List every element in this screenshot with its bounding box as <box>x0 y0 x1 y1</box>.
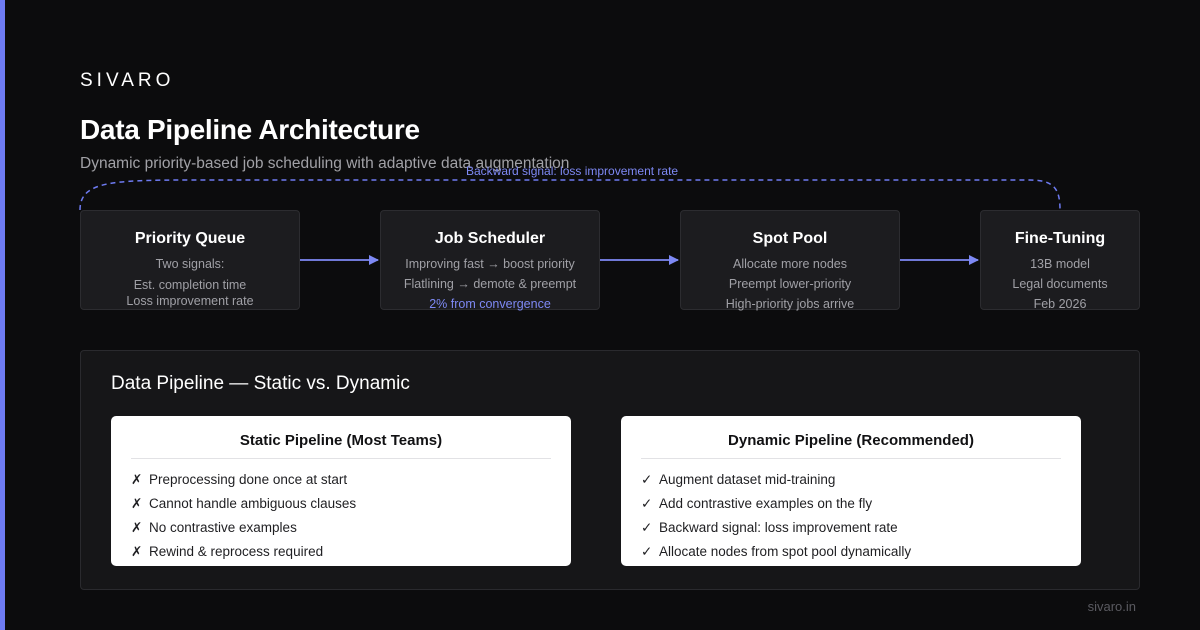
list-item-text: Augment dataset mid-training <box>659 472 836 487</box>
footer-url: sivaro.in <box>1087 599 1136 614</box>
node-title: Fine-Tuning <box>1014 230 1106 247</box>
list-item: ✓ Backward signal: loss improvement rate <box>641 516 911 540</box>
list-item: ✓ Add contrastive examples on the fly <box>641 492 911 516</box>
node-fine-tuning: Fine-Tuning 13B model Legal documents Fe… <box>980 210 1140 311</box>
node-spot-pool: Spot Pool Allocate more nodes Preempt lo… <box>680 210 900 311</box>
check-icon: ✓ <box>641 544 653 559</box>
node-detail: Est. completion time <box>133 278 247 292</box>
feedback-loop-arrow <box>79 179 1061 211</box>
card-title: Dynamic Pipeline (Recommended) <box>728 432 974 449</box>
node-detail: High-priority jobs arrive <box>725 297 855 311</box>
node-title: Spot Pool <box>752 230 828 247</box>
list-item: ✓ Augment dataset mid-training <box>641 468 911 492</box>
list-item: ✗ Preprocessing done once at start <box>131 468 356 492</box>
list-item-text: Add contrastive examples on the fly <box>659 496 873 511</box>
page-subtitle: Dynamic priority-based job scheduling wi… <box>80 155 570 172</box>
feedback-loop-label: Backward signal: loss improvement rate <box>466 164 679 178</box>
divider <box>641 458 1061 459</box>
node-title: Priority Queue <box>134 230 246 247</box>
comparison-panel: Data Pipeline — Static vs. Dynamic Stati… <box>80 350 1140 590</box>
list-item-text: Cannot handle ambiguous clauses <box>149 496 357 511</box>
page-title: Data Pipeline Architecture <box>80 114 420 145</box>
node-detail: 13B model <box>1030 257 1090 271</box>
divider <box>131 458 551 459</box>
static-pipeline-card: Static Pipeline (Most Teams) ✗ Preprocess… <box>111 416 571 566</box>
list-item-text: No contrastive examples <box>149 520 297 535</box>
node-detail: Two signals: <box>155 257 225 271</box>
brand-logo: SIVARO <box>80 70 175 91</box>
node-detail: Feb 2026 <box>1033 297 1087 311</box>
node-detail: Loss improvement rate <box>126 294 254 308</box>
cross-icon: ✗ <box>131 544 143 559</box>
list-item: ✗ No contrastive examples <box>131 516 356 540</box>
list-item: ✓ Allocate nodes from spot pool dynamical… <box>641 540 911 564</box>
card-title: Static Pipeline (Most Teams) <box>239 432 443 449</box>
node-priority-queue: Priority Queue Two signals: Est. complet… <box>80 210 300 310</box>
cross-icon: ✗ <box>131 472 143 487</box>
list-item-text: Backward signal: loss improvement rate <box>659 520 898 535</box>
node-highlight: 2% from convergence <box>429 297 551 311</box>
list-item: ✗ Cannot handle ambiguous clauses <box>131 492 356 516</box>
dynamic-pipeline-card: Dynamic Pipeline (Recommended) ✓ Augment … <box>621 416 1081 566</box>
comparison-title: Data Pipeline — Static vs. Dynamic <box>111 373 410 394</box>
node-detail: Flatlining → demote & preempt <box>403 277 577 291</box>
check-icon: ✓ <box>641 472 653 487</box>
node-detail: Preempt lower-priority <box>728 277 852 291</box>
list-item-text: Preprocessing done once at start <box>149 472 348 487</box>
static-pipeline-list: ✗ Preprocessing done once at start ✗ Canno… <box>131 468 356 564</box>
node-detail: Improving fast → boost priority <box>405 257 575 271</box>
list-item: ✗ Rewind & reprocess required <box>131 540 356 564</box>
check-icon: ✓ <box>641 520 653 535</box>
node-title: Job Scheduler <box>434 230 546 247</box>
node-detail: Allocate more nodes <box>733 257 847 271</box>
node-job-scheduler: Job Scheduler Improving fast → boost pri… <box>380 210 600 311</box>
dynamic-pipeline-list: ✓ Augment dataset mid-training ✓ Add contr… <box>641 468 911 564</box>
accent-bar <box>0 0 5 630</box>
list-item-text: Allocate nodes from spot pool dynamicall… <box>659 544 912 559</box>
list-item-text: Rewind & reprocess required <box>149 544 324 559</box>
node-detail: Legal documents <box>1012 277 1108 291</box>
cross-icon: ✗ <box>131 496 143 511</box>
check-icon: ✓ <box>641 496 653 511</box>
cross-icon: ✗ <box>131 520 143 535</box>
